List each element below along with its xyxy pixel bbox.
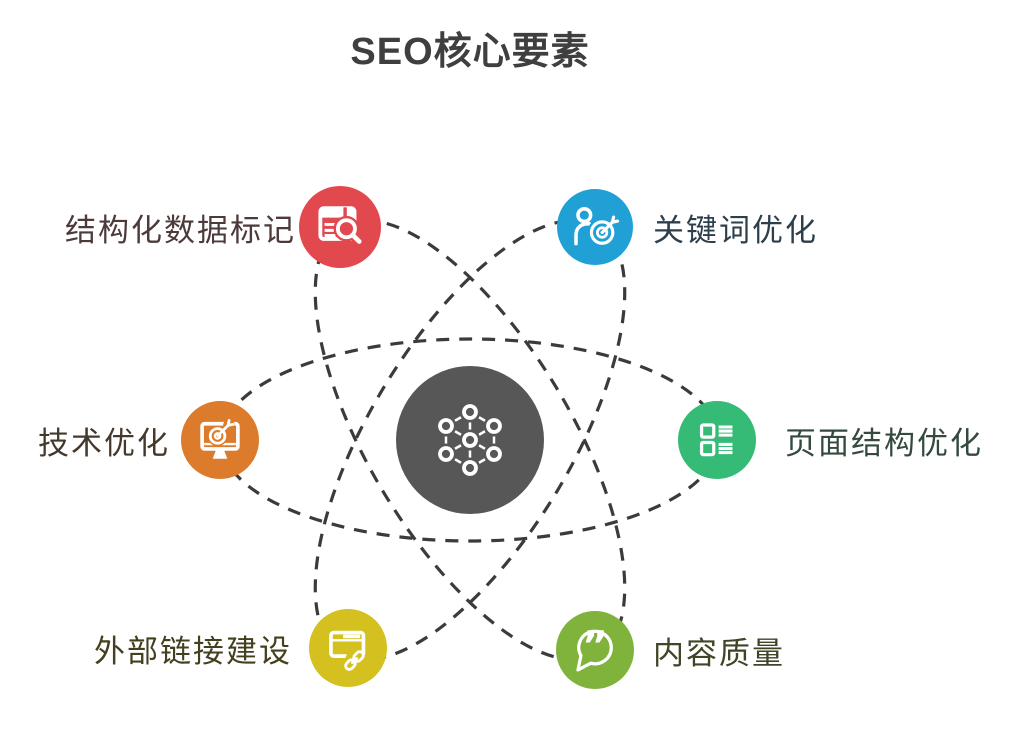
table-search-icon [299,186,381,268]
node-structured-data [299,186,381,268]
node-label-external-links: 外部链接建设 [94,633,292,669]
node-technical [181,401,259,479]
node-label-keyword: 关键词优化 [653,212,818,248]
node-page-structure [678,401,756,479]
layout-list-icon [678,401,756,479]
center-hub-node [396,366,544,514]
monitor-target-icon [181,401,259,479]
node-label-technical: 技术优化 [38,425,170,461]
quote-marks: ” [582,624,608,669]
person-target-icon [557,189,633,265]
node-label-page-structure: 页面结构优化 [785,425,983,461]
network-nodes-icon [396,366,544,514]
node-content-quality: ” [556,611,634,689]
page-title: SEO核心要素 [350,31,590,73]
node-label-structured-data: 结构化数据标记 [65,212,296,248]
quote-bubble-icon: ” [556,611,634,689]
browser-link-icon [309,609,387,687]
node-keyword [557,189,633,265]
node-external-links [309,609,387,687]
node-label-content-quality: 内容质量 [653,635,785,671]
